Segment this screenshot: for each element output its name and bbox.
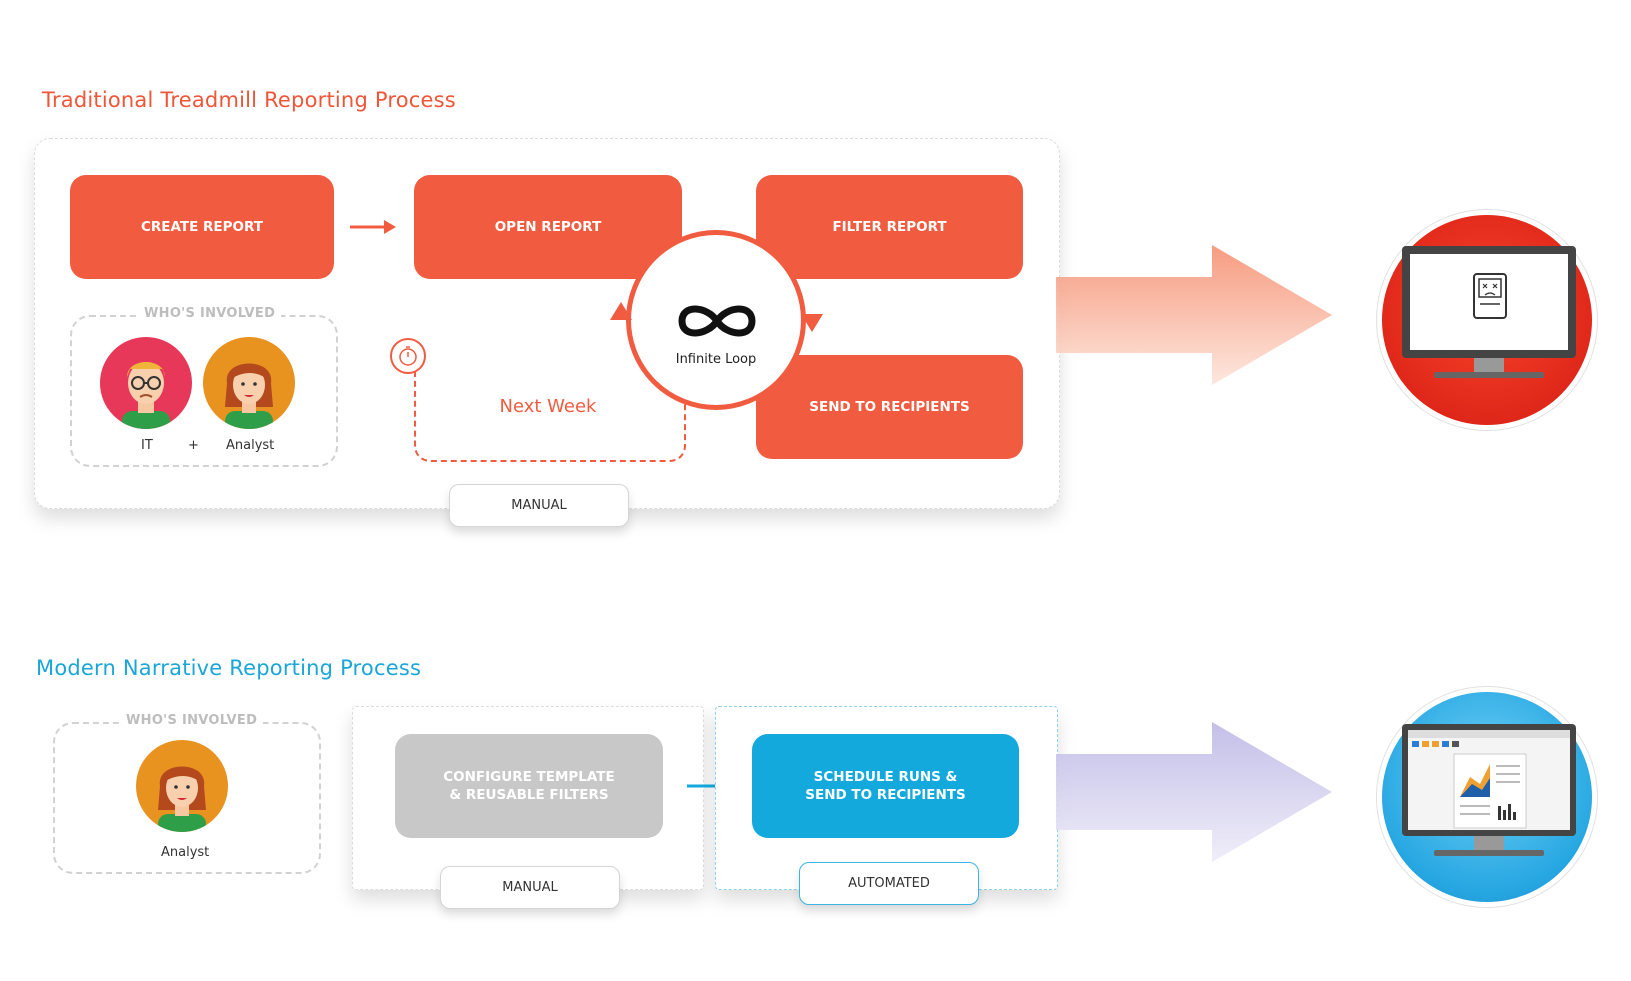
analyst-person-avatar: [203, 337, 295, 429]
open-report-step: OPEN REPORT: [414, 175, 682, 279]
configure-template-step: CONFIGURE TEMPLATE & REUSABLE FILTERS: [395, 734, 663, 838]
loop-arrow-up-icon: [610, 302, 632, 320]
arrow-create-to-open: [350, 220, 396, 234]
broken-computer-icon: [1402, 246, 1576, 378]
report-dashboard-icon: [1402, 724, 1576, 856]
filter-report-step: FILTER REPORT: [756, 175, 1023, 279]
next-week-loop-box: [414, 356, 686, 462]
it-person-avatar: [100, 337, 192, 429]
analyst-person-avatar-modern: [136, 740, 228, 832]
it-label: IT: [141, 438, 153, 453]
plus-label: +: [188, 438, 199, 453]
manual-tag-modern: MANUAL: [440, 866, 620, 909]
traditional-outcome-arrow: [1056, 245, 1332, 385]
schedule-runs-step: SCHEDULE RUNS & SEND TO RECIPIENTS: [752, 734, 1019, 838]
analyst-label: Analyst: [226, 438, 275, 453]
stopwatch-icon: [390, 338, 426, 374]
schedule-runs-line1: SCHEDULE RUNS &: [813, 769, 958, 785]
modern-process-title: Modern Narrative Reporting Process: [36, 656, 422, 680]
traditional-process-title: Traditional Treadmill Reporting Process: [42, 88, 456, 112]
manual-tag-traditional: MANUAL: [449, 484, 629, 527]
create-report-step: CREATE REPORT: [70, 175, 334, 279]
modern-involved-legend: WHO'S INVOLVED: [120, 713, 264, 728]
next-week-label: Next Week: [499, 396, 597, 417]
send-to-recipients-step: SEND TO RECIPIENTS: [756, 355, 1023, 459]
infinity-icon: [678, 305, 756, 337]
modern-outcome-arrow: [1056, 722, 1332, 862]
automated-tag: AUTOMATED: [799, 862, 979, 905]
configure-template-line1: CONFIGURE TEMPLATE: [443, 769, 615, 785]
traditional-involved-legend: WHO'S INVOLVED: [138, 306, 282, 321]
modern-analyst-label: Analyst: [161, 845, 210, 860]
infinite-loop-label: Infinite Loop: [675, 352, 757, 367]
loop-arrow-down-icon: [801, 314, 823, 332]
schedule-runs-line2: SEND TO RECIPIENTS: [805, 787, 966, 803]
configure-template-line2: & REUSABLE FILTERS: [449, 787, 609, 803]
